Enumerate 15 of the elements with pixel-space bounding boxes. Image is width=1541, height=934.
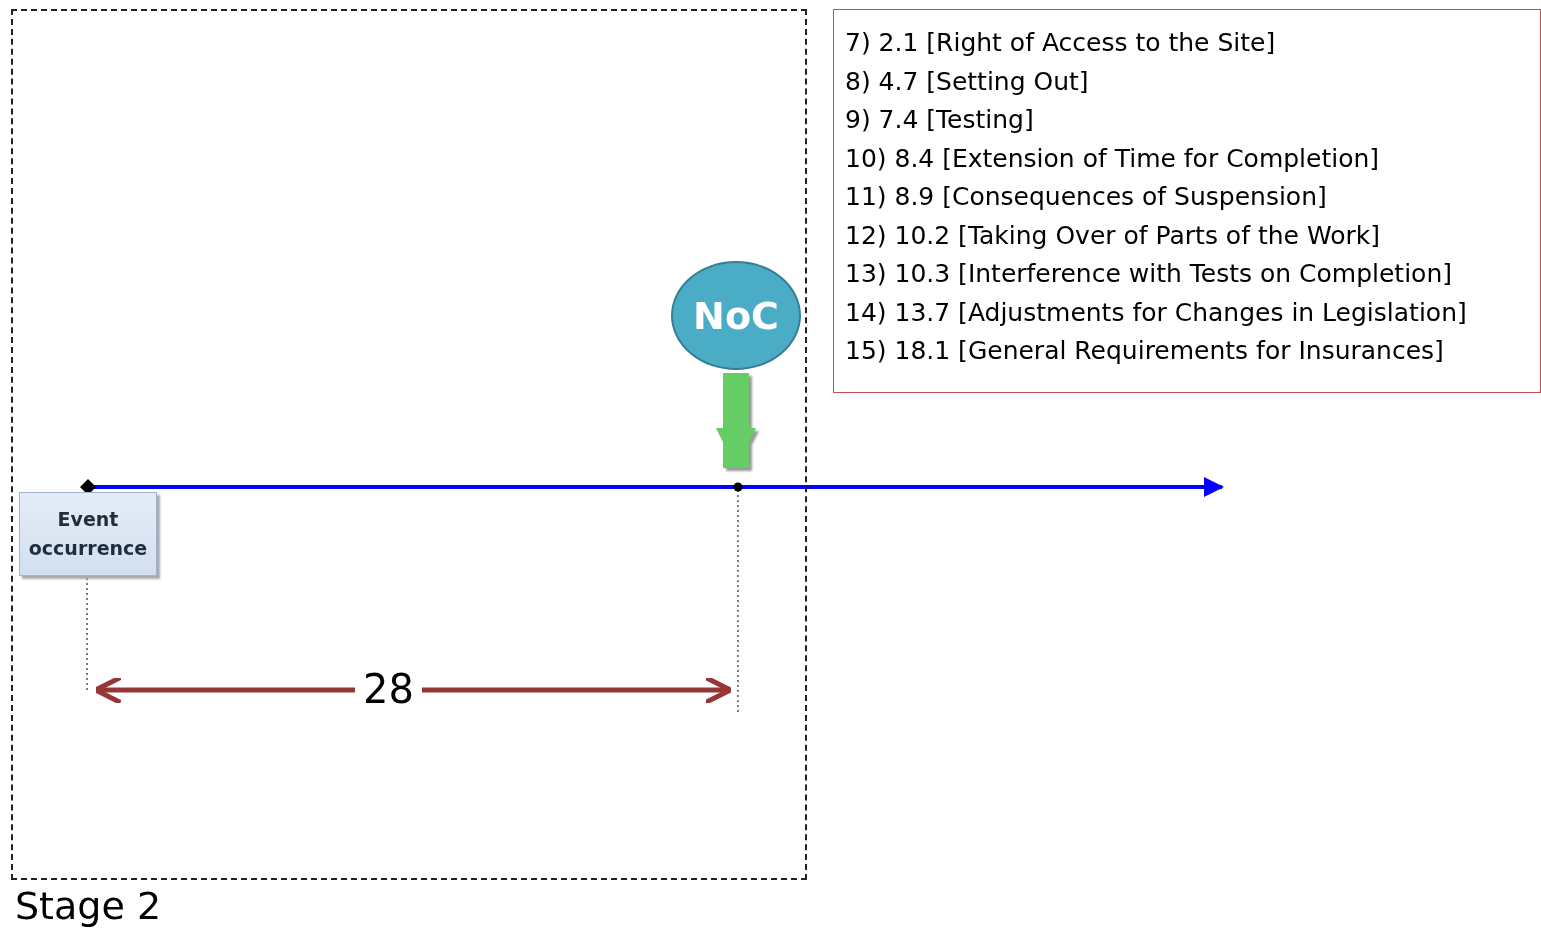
- clause-item: 8) 4.7 [Setting Out]: [845, 65, 1089, 98]
- clause-item: 11) 8.9 [Consequences of Suspension]: [845, 181, 1327, 213]
- stage-title: Stage 2: [15, 884, 162, 928]
- clause-item: 9) 7.4 [Testing]: [845, 104, 1034, 136]
- block-arrow: [716, 373, 756, 468]
- event-box: Event occurrence: [19, 492, 157, 576]
- timeline-arrow: [80, 477, 1224, 497]
- clause-item: 13) 10.3 [Interference with Tests on Completion]: [845, 258, 1452, 290]
- notice-circle: NoC: [671, 261, 801, 370]
- clause-item: 12) 10.2 [Taking Over of Parts of the Work]: [845, 219, 1380, 252]
- clause-item: 10) 8.4 [Extension of Time for Completion]: [845, 142, 1380, 175]
- clause-list-panel: [833, 9, 1541, 393]
- clause-item: 15) 18.1 [General Requirements for Insurances]: [845, 335, 1444, 367]
- clause-item: 7) 2.1 [Right of Access to the Site]: [845, 27, 1276, 59]
- clause-item: 14) 13.7 [Adjustments for Changes in Legislation]: [845, 296, 1467, 329]
